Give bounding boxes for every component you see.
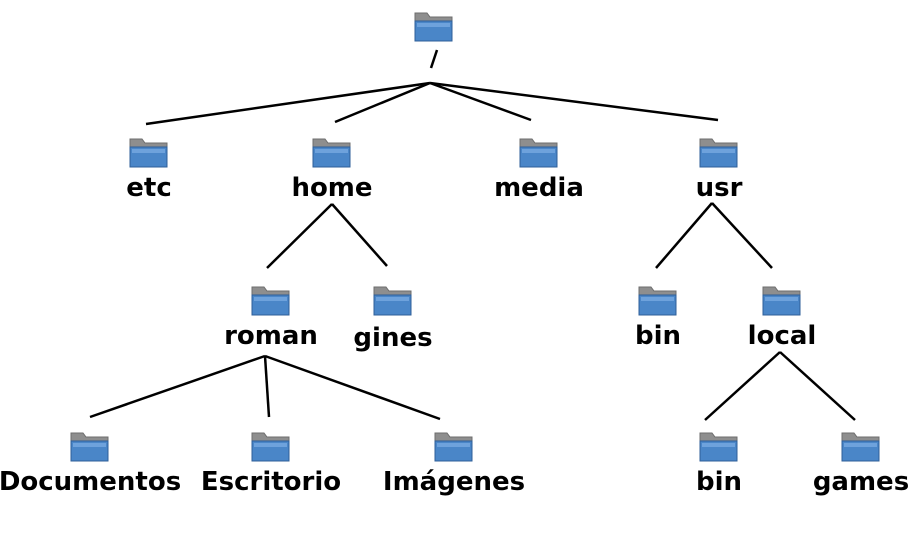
node-label-documentos: Documentos xyxy=(0,467,182,497)
node-label-roman: roman xyxy=(224,321,318,351)
node-label-etc: etc xyxy=(126,173,172,203)
folder-icon xyxy=(699,432,738,462)
edge-root-media xyxy=(429,81,532,122)
node-media[interactable]: media xyxy=(444,133,634,203)
node-etc[interactable]: etc xyxy=(54,133,244,203)
edge-roman-escritorio xyxy=(263,355,271,418)
folder-icon xyxy=(762,286,801,316)
folder-icon xyxy=(519,138,558,168)
node-label-home: home xyxy=(291,173,373,203)
folder-icon xyxy=(699,138,738,168)
folder-icon xyxy=(434,432,473,462)
folder-icon xyxy=(312,138,351,168)
folder-icon xyxy=(414,12,453,42)
edge-roman-documentos xyxy=(89,354,266,419)
node-label-imagenes: Imágenes xyxy=(382,467,526,497)
node-imagenes[interactable]: Imágenes xyxy=(359,427,549,497)
edge-usr-bin xyxy=(655,202,713,269)
edge-roman-imagenes xyxy=(264,354,441,421)
edge-home-gines xyxy=(331,203,388,267)
node-label-usr: usr xyxy=(695,173,743,203)
node-label-games: games xyxy=(812,467,910,497)
node-label-local-bin: bin xyxy=(695,467,743,497)
edge-root-etc xyxy=(145,81,431,126)
node-gines[interactable]: gines xyxy=(298,281,488,353)
folder-icon xyxy=(841,432,880,462)
node-label-local: local xyxy=(747,321,817,351)
node-label-usr-bin: bin xyxy=(634,321,682,351)
edge-root-home xyxy=(334,81,431,124)
node-games[interactable]: games xyxy=(766,427,913,497)
node-home[interactable]: home xyxy=(237,133,427,203)
node-label-escritorio: Escritorio xyxy=(200,467,342,497)
node-documentos[interactable]: Documentos xyxy=(0,427,185,497)
edge-local-games xyxy=(779,351,856,421)
folder-icon xyxy=(638,286,677,316)
node-roman[interactable]: roman xyxy=(176,281,366,351)
edge-usr-local xyxy=(711,202,773,269)
node-usr[interactable]: usr xyxy=(624,133,814,203)
edge-root-slash xyxy=(429,49,439,69)
node-escritorio[interactable]: Escritorio xyxy=(176,427,366,497)
folder-icon xyxy=(251,286,290,316)
node-local-bin[interactable]: bin xyxy=(624,427,814,497)
node-root[interactable] xyxy=(339,7,529,47)
node-local[interactable]: local xyxy=(687,281,877,351)
edge-local-bin xyxy=(704,351,781,421)
node-usr-bin[interactable]: bin xyxy=(563,281,753,351)
folder-icon xyxy=(129,138,168,168)
folder-icon xyxy=(251,432,290,462)
node-label-media: media xyxy=(494,173,584,203)
folder-icon xyxy=(70,432,109,462)
folder-icon xyxy=(373,286,412,316)
node-label-gines: gines xyxy=(353,323,433,353)
edge-root-usr xyxy=(429,81,719,122)
edge-home-roman xyxy=(266,203,333,269)
